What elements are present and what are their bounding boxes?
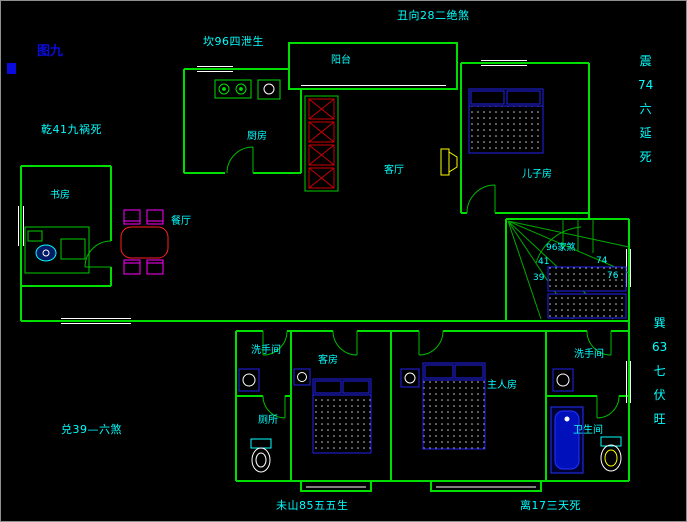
kitchen-sink-icon <box>257 79 281 100</box>
stair-number: 76 <box>607 271 619 281</box>
room-label-balcony: 阳台 <box>331 55 351 66</box>
room-label-study: 书房 <box>50 190 70 201</box>
master-bed-icon <box>422 362 486 450</box>
room-label-toilet: 厕所 <box>258 415 278 426</box>
basin-icons <box>238 368 574 392</box>
stove-icon <box>214 79 252 99</box>
stair-number: 41 <box>538 257 550 267</box>
stair-number: 39 <box>533 273 545 283</box>
blue-marker-icon <box>7 63 16 74</box>
annotation-char: 死 <box>639 150 652 164</box>
annotation-char: 巽 <box>653 316 666 330</box>
stair-room-beds-icon <box>547 266 627 319</box>
doors <box>84 146 620 419</box>
room-label-bathroom-right: 洗手间 <box>574 349 604 360</box>
annotation-top-left: 坎96四泄生 <box>203 35 264 48</box>
guest-bed-icon <box>312 378 372 454</box>
annotation-char: 延 <box>639 126 652 140</box>
annotation-right-upper: 震 74 六 延 死 <box>638 49 653 169</box>
annotation-top-center: 丑向28二绝煞 <box>397 9 470 22</box>
room-label-master-room: 主人房 <box>487 380 517 391</box>
annotation-char: 74 <box>638 78 654 92</box>
walls <box>20 42 630 492</box>
tv-icon <box>440 148 458 176</box>
annotation-bottom-center: 未山85五五生 <box>276 499 349 512</box>
annotation-bottom-right: 离17三天死 <box>520 499 581 512</box>
room-label-son-room: 儿子房 <box>522 169 552 180</box>
room-label-bathroom-left: 洗手间 <box>251 345 281 356</box>
stair-note: 96家煞 <box>546 243 576 253</box>
annotation-char: 伏 <box>653 388 666 402</box>
room-label-guest-room: 客房 <box>318 355 338 366</box>
annotation-char: 震 <box>639 54 652 68</box>
annotation-bottom-left: 兑39—六煞 <box>61 423 122 436</box>
room-label-kitchen: 厨房 <box>247 131 267 142</box>
stair-number: 74 <box>596 256 608 266</box>
annotation-char: 63 <box>652 340 668 354</box>
annotation-char: 七 <box>653 364 666 378</box>
bathtub-icon <box>550 406 584 474</box>
dining-table-icon <box>120 209 169 275</box>
toilet-right-icon <box>600 436 622 472</box>
annotation-char: 旺 <box>653 412 666 426</box>
figure-label: 图九 <box>37 44 64 59</box>
son-bed-icon <box>468 88 544 154</box>
annotation-char: 六 <box>639 102 652 116</box>
toilet-left-icon <box>250 438 272 473</box>
annotation-right-lower: 巽 63 七 伏 旺 <box>652 311 667 431</box>
room-label-dining: 餐厅 <box>171 216 191 227</box>
room-label-living-room: 客厅 <box>384 165 404 176</box>
sofa-icon <box>304 95 339 192</box>
windows <box>18 60 631 488</box>
study-desk-icon <box>24 226 90 274</box>
room-label-bathroom-bottom-right: 卫生间 <box>573 425 603 436</box>
annotation-mid-left: 乾41九祸死 <box>41 123 102 136</box>
